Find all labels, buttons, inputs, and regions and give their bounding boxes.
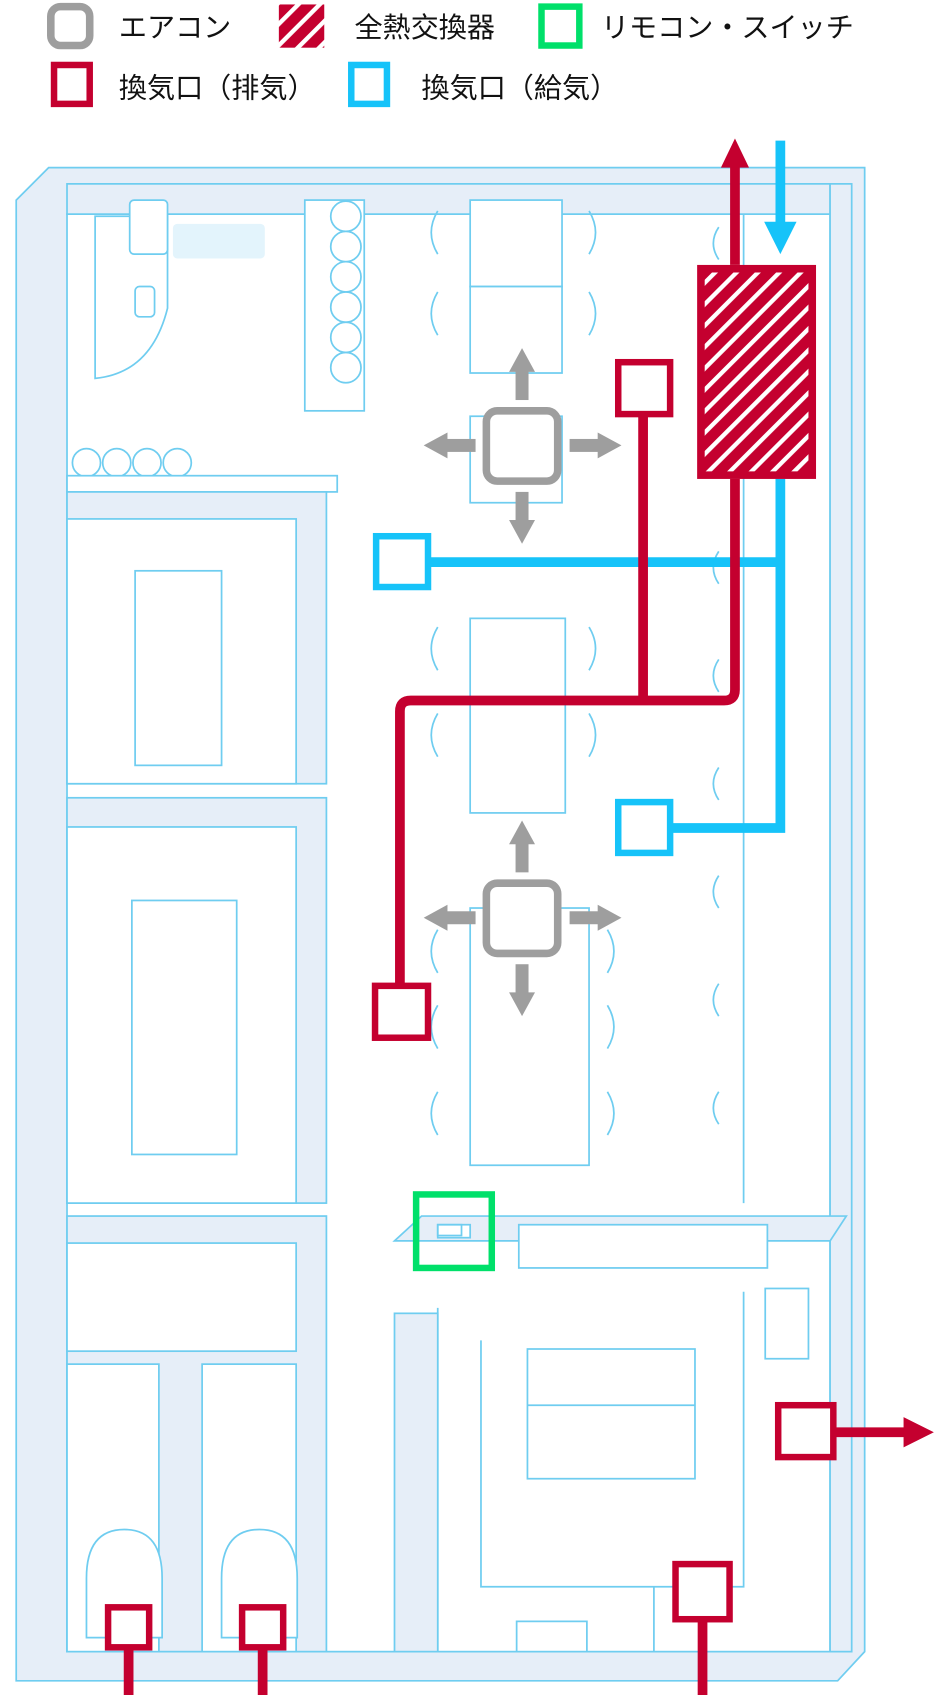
exhaust-vent — [614, 358, 674, 418]
legend-remote-switch-label: リモコン・スイッチ — [601, 11, 854, 44]
legend: エアコン 全熱交換器 リモコン・スイッチ 換気口（排気） 換気口（給気） — [47, 2, 854, 108]
planter — [66, 199, 366, 493]
legend-heat-exchanger-icon — [278, 4, 325, 48]
exhaust-arrows — [720, 138, 934, 1448]
supply-intake-arrow-icon — [764, 221, 797, 255]
supply-vent — [372, 532, 432, 591]
remote-switch — [412, 1191, 496, 1272]
legend-aircon-label: エアコン — [119, 11, 231, 44]
legend-heat-exchanger-label: 全熱交換器 — [355, 11, 495, 44]
legend-exhaust-vent-icon — [50, 61, 93, 108]
restrooms — [66, 1215, 328, 1653]
heat-exchanger-hatch — [704, 272, 809, 472]
exhaust-vent — [774, 1401, 837, 1461]
exhaust-vent — [371, 982, 432, 1041]
meeting-room-2 — [66, 796, 328, 1204]
supply-vent — [614, 798, 674, 857]
kitchen — [392, 1215, 848, 1653]
legend-aircon-icon — [47, 2, 94, 50]
exhaust-duct — [123, 162, 908, 1695]
exhaust-outlet-arrow-icon — [720, 138, 750, 168]
exhaust-vent — [672, 1560, 733, 1623]
legend-exhaust-vent-label: 換気口（排気） — [119, 71, 316, 104]
exhaust-vent — [238, 1604, 287, 1651]
supply-duct — [430, 140, 786, 833]
aircon-unit — [423, 348, 622, 544]
meeting-room-1 — [66, 491, 328, 785]
remote-switch-panel-icon — [436, 1223, 463, 1237]
aircon-unit — [423, 820, 622, 1017]
exhaust-vent — [104, 1604, 153, 1651]
reception-counter — [94, 199, 265, 380]
legend-supply-vent-icon — [348, 61, 391, 108]
legend-supply-vent-label: 換気口（給気） — [422, 71, 619, 104]
legend-remote-switch-icon — [538, 3, 583, 49]
exhaust-arrow-icon — [903, 1417, 934, 1448]
